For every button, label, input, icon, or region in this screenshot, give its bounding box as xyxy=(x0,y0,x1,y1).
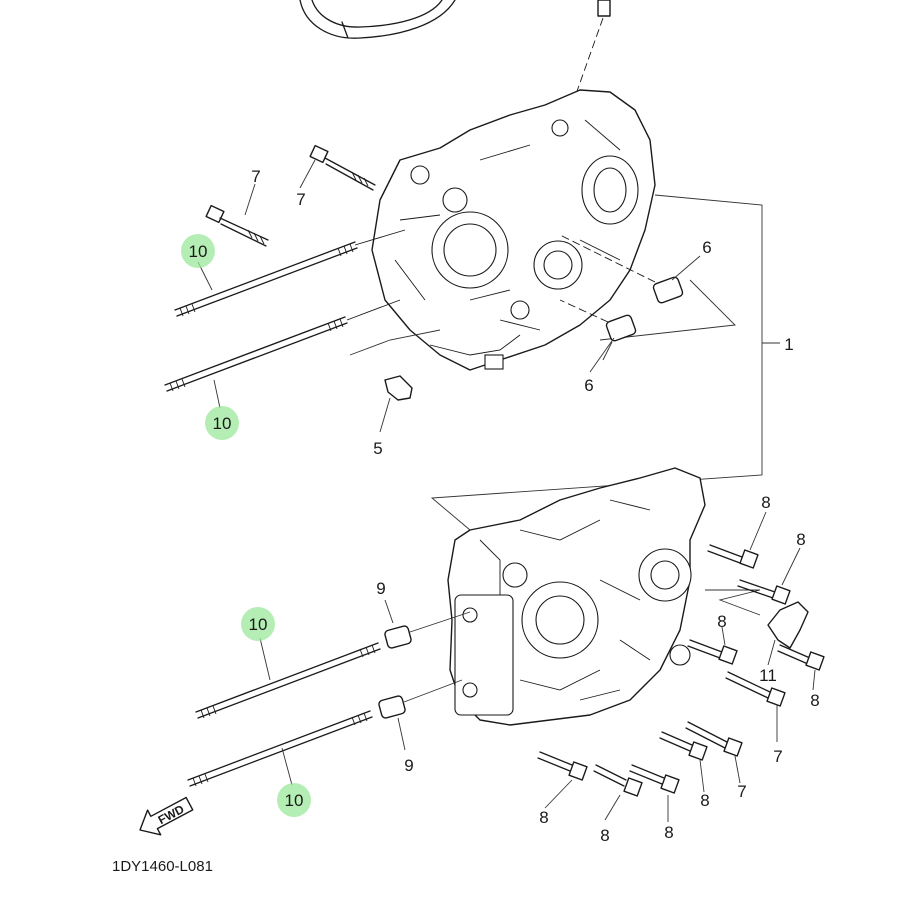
stud-10-upper-a xyxy=(174,229,406,317)
bolt-7-lower-a xyxy=(725,671,786,707)
leader-lines xyxy=(197,159,816,822)
drawing-code: 1DY1460-L081 xyxy=(112,858,213,875)
callout-7-d: 7 xyxy=(737,782,746,801)
callout-8-c: 8 xyxy=(717,612,726,631)
dowel-pin-6-b xyxy=(559,299,637,342)
crankcase-right xyxy=(371,89,656,371)
dowel-9-b xyxy=(378,679,463,751)
highlight-10-b xyxy=(205,406,239,440)
callout-9-a: 9 xyxy=(376,579,385,598)
bolt-7-upper-b xyxy=(205,204,269,247)
callout-8-b: 8 xyxy=(796,530,805,549)
hose-part xyxy=(299,0,456,39)
bolt-7-lower-b xyxy=(685,721,743,757)
stud-10-lower-b xyxy=(187,710,373,787)
callout-8-h: 8 xyxy=(664,823,673,842)
bolt-8-e xyxy=(659,731,708,761)
callout-8-f: 8 xyxy=(539,808,548,827)
callout-7-b: 7 xyxy=(296,190,305,209)
stud-10-lower-a xyxy=(195,642,381,719)
callout-8-g: 8 xyxy=(600,826,609,845)
dowel-pin-6-a xyxy=(559,234,684,304)
bolt-8-d xyxy=(777,644,825,671)
dowel-9-a xyxy=(384,599,471,649)
callout-7-a: 7 xyxy=(251,167,260,186)
top-pin xyxy=(564,0,611,126)
callout-8-e: 8 xyxy=(700,791,709,810)
bolt-7-upper-a xyxy=(309,144,376,191)
callout-5: 5 xyxy=(373,439,382,458)
callout-8-a: 8 xyxy=(761,493,770,512)
bolt-8-g xyxy=(593,764,643,797)
stud-10-upper-b xyxy=(164,299,401,392)
callout-9-b: 9 xyxy=(404,756,413,775)
callout-10-d: 10 xyxy=(285,791,304,810)
fwd-arrow-icon: FWD xyxy=(139,796,194,836)
bolt-8-c xyxy=(687,639,738,665)
callout-11: 11 xyxy=(759,666,777,685)
highlight-10-a xyxy=(181,234,215,268)
highlight-10-d xyxy=(277,783,311,817)
bolt-8-a xyxy=(707,544,759,569)
callout-10-c: 10 xyxy=(249,615,268,634)
bolt-8-b xyxy=(737,579,791,605)
bolt-8-f xyxy=(537,751,588,781)
callout-6-a: 6 xyxy=(702,238,711,257)
callout-7-c: 7 xyxy=(773,747,782,766)
callout-10-a: 10 xyxy=(189,242,208,261)
callout-6-b: 6 xyxy=(584,376,593,395)
highlight-10-c xyxy=(241,607,275,641)
bracket-part-1 xyxy=(349,194,780,531)
bracket-part-11 xyxy=(705,589,809,649)
callout-8-d: 8 xyxy=(810,691,819,710)
bolt-8-h xyxy=(629,764,680,794)
crankcase-left xyxy=(447,467,706,726)
callout-10-b: 10 xyxy=(213,414,232,433)
sensor-part-5 xyxy=(379,375,413,433)
callout-1: 1 xyxy=(784,335,793,354)
